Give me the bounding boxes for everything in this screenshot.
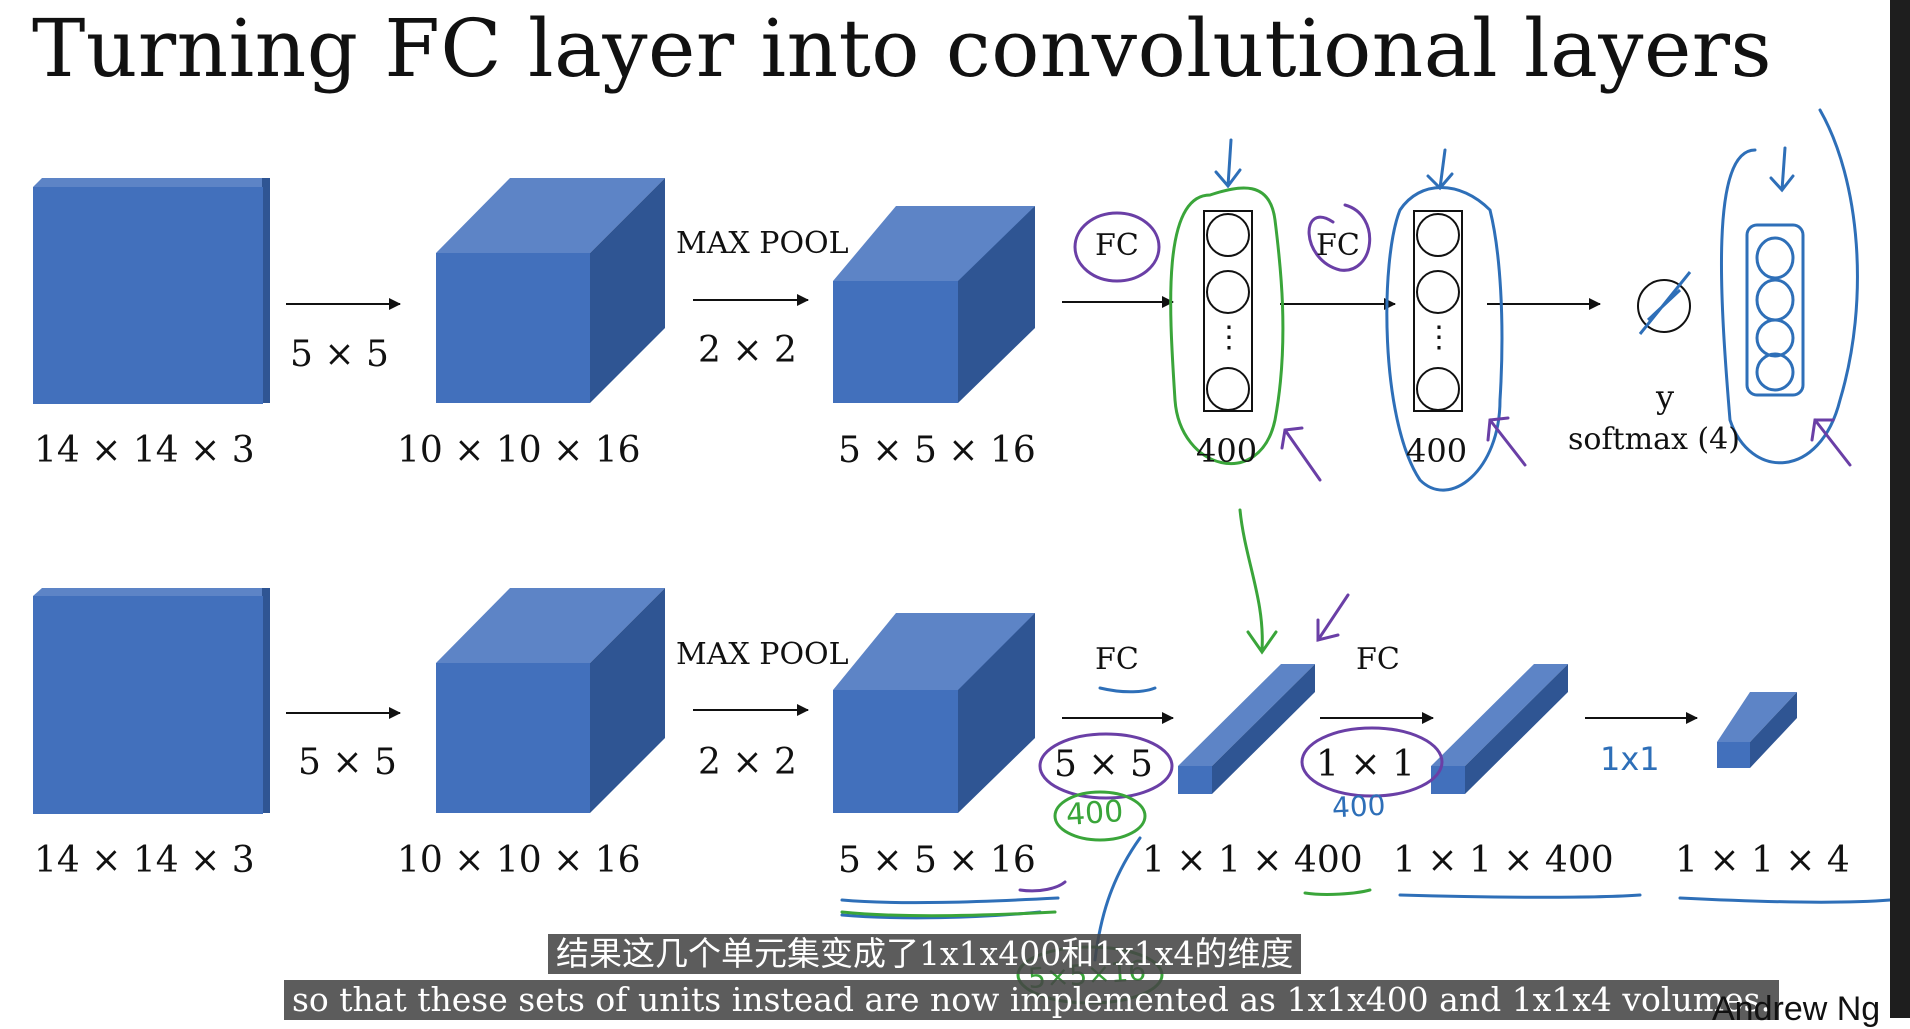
bottom-out-dim: 1 × 1 × 4 [1675, 840, 1850, 881]
bottom-fc1-filter-label: 5 × 5 [1054, 744, 1153, 785]
bottom-conv-dim: 10 × 10 × 16 [397, 840, 641, 881]
bottom-fc1-volume [1178, 664, 1315, 794]
top-fc2-dots: ⋮ [1424, 320, 1454, 355]
top-filter-conv-label: 5 × 5 [290, 334, 389, 375]
top-pool-dim: 5 × 5 × 16 [838, 430, 1036, 471]
hand-400-blue: 400 [1331, 788, 1387, 825]
right-edge-bar [1890, 0, 1910, 1018]
top-input-volume [33, 178, 270, 404]
top-fc1-label: FC [1095, 228, 1139, 263]
bottom-pool-dim: 5 × 5 × 16 [838, 840, 1036, 881]
top-output-node [1637, 271, 1692, 335]
bottom-pool-volume [833, 613, 1035, 813]
top-hand-annotations [1073, 108, 1859, 655]
top-fc2-label: FC [1316, 228, 1360, 263]
top-output-y-label: y [1656, 378, 1675, 416]
slide-title: Turning FC layer into convolutional laye… [32, 2, 1773, 95]
hand-400-green: 400 [1064, 794, 1125, 833]
top-fc2-units-label: 400 [1406, 432, 1468, 470]
hand-1x1: 1x1 [1600, 740, 1660, 778]
subtitle-en: so that these sets of units instead are … [284, 980, 1779, 1020]
bottom-fc2-dim: 1 × 1 × 400 [1393, 840, 1614, 881]
top-output-softmax-label: softmax (4) [1568, 422, 1740, 457]
subtitle-zh: 结果这几个单元集变成了1x1x400和1x1x4的维度 [548, 934, 1302, 974]
bottom-conv-volume [436, 588, 665, 813]
top-maxpool-label: MAX POOL [676, 226, 849, 261]
bottom-fc1-dim: 1 × 1 × 400 [1142, 840, 1363, 881]
top-input-dim: 14 × 14 × 3 [34, 430, 255, 471]
bottom-fc1-label: FC [1095, 642, 1139, 677]
bottom-input-dim: 14 × 14 × 3 [34, 840, 255, 881]
top-filter-pool-label: 2 × 2 [698, 330, 797, 371]
top-conv-volume [436, 178, 665, 403]
bottom-filter-conv-label: 5 × 5 [298, 742, 397, 783]
bottom-fc2-volume [1431, 664, 1568, 794]
credit-label: Andrew Ng [1712, 990, 1881, 1028]
bottom-output-volume [1717, 692, 1797, 768]
bottom-filter-pool-label: 2 × 2 [698, 742, 797, 783]
bottom-fc2-label: FC [1356, 642, 1400, 677]
bottom-fc2-filter-label: 1 × 1 [1316, 744, 1415, 785]
top-fc1-dots: ⋮ [1214, 320, 1244, 355]
bottom-input-volume [33, 588, 270, 814]
top-fc1-units-label: 400 [1196, 432, 1258, 470]
top-fc1-units [1203, 210, 1253, 412]
bottom-hand-annotations [840, 593, 1892, 1005]
top-conv-dim: 10 × 10 × 16 [397, 430, 641, 471]
bottom-maxpool-label: MAX POOL [676, 637, 849, 672]
top-fc2-units [1413, 210, 1463, 412]
top-pool-volume [833, 206, 1035, 403]
